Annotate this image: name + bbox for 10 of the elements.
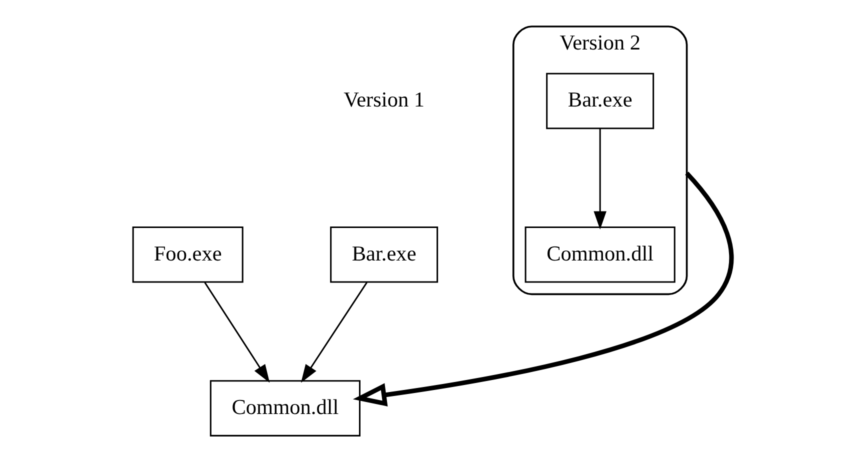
arrow — [204, 282, 270, 383]
node-box: Foo.exe — [132, 226, 243, 283]
node-box: Common.dll — [524, 226, 675, 283]
arrow — [593, 128, 606, 230]
node-box: Bar.exe — [546, 72, 654, 130]
label: Version 1 — [343, 88, 424, 112]
node-box: Bar.exe — [330, 226, 438, 283]
arrow — [352, 172, 734, 406]
node-box: Common.dll — [209, 380, 360, 436]
arrow — [300, 282, 367, 383]
